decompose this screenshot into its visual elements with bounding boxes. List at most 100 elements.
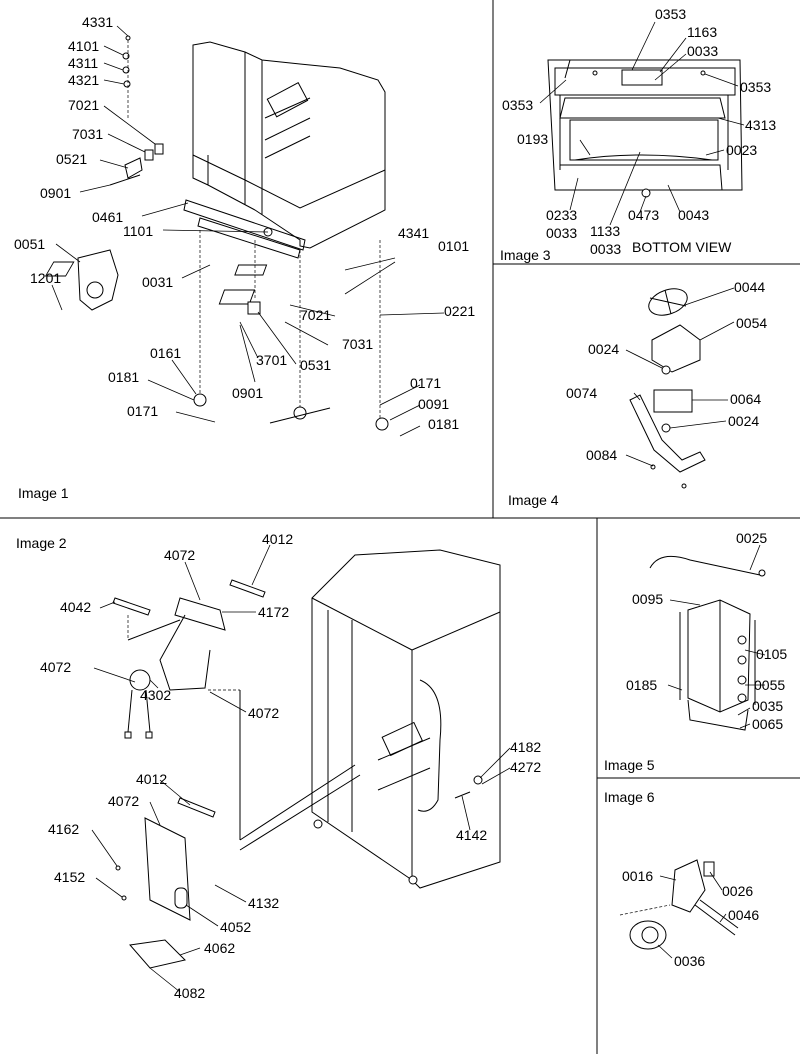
callout: 4072 [108, 793, 139, 809]
callout: 0233 [546, 207, 577, 223]
panel-title-image3: Image 3 [500, 247, 551, 263]
cabinet-top-back [411, 611, 501, 651]
callout: 0046 [728, 907, 759, 923]
callout: 4072 [40, 659, 71, 675]
screw-bottom [681, 483, 687, 489]
panel-title-image5: Image 5 [604, 757, 655, 773]
wheel-hub [641, 926, 659, 944]
shim [234, 264, 268, 276]
callout: 0044 [734, 279, 765, 295]
strip-4012-top [229, 579, 266, 598]
callout: 4182 [510, 739, 541, 755]
roller-mid [293, 406, 307, 420]
callout: 0074 [566, 385, 597, 401]
callout: 1133 [590, 223, 620, 239]
callout: 0161 [150, 345, 181, 361]
callout: 0185 [626, 677, 657, 693]
callout: 4162 [48, 821, 79, 837]
callout: 0035 [752, 698, 783, 714]
callout: 0181 [428, 416, 459, 432]
bracket-0074 [629, 394, 706, 473]
axle-0046-b [699, 899, 739, 929]
cabinet [311, 549, 501, 889]
coil-3 [737, 675, 747, 685]
coil-1 [737, 635, 747, 645]
cabinet-floor-edge [192, 154, 386, 209]
curve-bar [574, 154, 713, 161]
callout: 0193 [517, 131, 548, 147]
callout: 4313 [745, 117, 776, 133]
callout: 0221 [444, 303, 475, 319]
callout: 4062 [204, 940, 235, 956]
callout: 4152 [54, 869, 85, 885]
callout: 0353 [740, 79, 771, 95]
callout: 0036 [674, 953, 705, 969]
cap-4321 [123, 80, 131, 88]
slot-4052 [174, 887, 188, 909]
screw-0353-a [592, 70, 598, 76]
grommet-0024-b [661, 423, 671, 433]
washer-4101 [122, 52, 130, 60]
rail-2 [264, 117, 311, 141]
callout: 3701 [256, 352, 287, 368]
callout: 0461 [92, 209, 123, 225]
callout: 4132 [248, 895, 279, 911]
screw-4152 [121, 895, 127, 901]
lead-duct [127, 619, 181, 641]
callout: 4302 [140, 687, 171, 703]
callout: 0043 [678, 207, 709, 223]
callout: 0024 [728, 413, 759, 429]
bottom-view-note: BOTTOM VIEW [632, 239, 732, 255]
image5-drawing [649, 555, 766, 731]
callouts-image6: 0016 0026 0046 0036 [622, 868, 759, 969]
duct-4302 [159, 614, 211, 691]
callout: 0065 [752, 716, 783, 732]
panel-title-image2: Image 2 [16, 535, 67, 551]
caster-front-right [408, 875, 418, 885]
control-box [381, 721, 424, 757]
callout: 0055 [754, 677, 785, 693]
callout: 7021 [68, 97, 99, 113]
pin-4142 [454, 791, 471, 799]
callout: 4012 [136, 771, 167, 787]
callout: 0521 [56, 151, 87, 167]
hinge-pin [109, 174, 141, 186]
callout: 0033 [590, 241, 621, 257]
bracket-left [44, 261, 75, 277]
callout: 4012 [262, 531, 293, 547]
drain-0065 [687, 699, 749, 731]
control-housing [266, 82, 309, 118]
callout: 0016 [622, 868, 653, 884]
cover-hole [86, 281, 104, 299]
panel-title-image1: Image 1 [18, 485, 69, 501]
bracket-0054 [651, 324, 701, 373]
callout: 0025 [736, 530, 767, 546]
callout: 4331 [82, 14, 113, 30]
grommet-0473 [641, 188, 651, 198]
image3-drawing [547, 59, 743, 198]
callout: 0084 [586, 447, 617, 463]
strip-4042 [112, 597, 151, 616]
callout: 4042 [60, 599, 91, 615]
callout: 7031 [342, 336, 373, 352]
duct-4172 [174, 597, 226, 631]
fan-spokes [649, 289, 687, 315]
strip-4012-lower [177, 797, 216, 818]
callout: 7031 [72, 126, 103, 142]
callout: 4172 [258, 604, 289, 620]
coil-4 [737, 693, 747, 703]
image1-drawing [44, 35, 389, 431]
connector-b [145, 731, 153, 739]
callout: 4052 [220, 919, 251, 935]
callout: 0181 [108, 369, 139, 385]
tube-run [417, 679, 442, 812]
callout: 0171 [410, 375, 441, 391]
callouts-image3: 0353 1163 0033 0353 0353 4313 0193 0023 … [502, 6, 776, 257]
callout: 4321 [68, 72, 99, 88]
callout: 4101 [68, 38, 99, 54]
rail-3 [264, 135, 311, 159]
callout: 0095 [632, 591, 663, 607]
callout: 0033 [687, 43, 718, 59]
callout: 0091 [418, 396, 449, 412]
